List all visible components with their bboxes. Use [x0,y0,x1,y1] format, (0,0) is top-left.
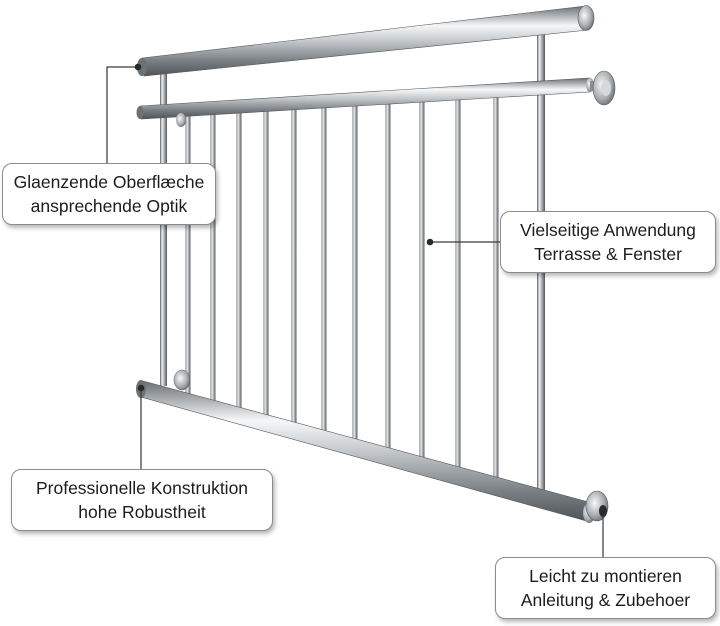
baluster [210,112,216,416]
callout-construction-subtitle: hohe Robustheit [78,502,206,522]
wall-bracket-bottom-right [585,490,609,522]
leader-dots [134,63,607,516]
callout-mounting-title: Leicht zu montieren [529,566,682,586]
baluster [321,105,327,446]
callout-mounting-subtitle: Anleitung & Zubehoer [520,590,691,610]
baluster [419,100,425,474]
callout-mounting: Leicht zu montieren Anleitung & Zubehoer [495,557,716,619]
vertical-balusters [185,95,499,494]
leader-dot-mounting [599,508,607,516]
baluster [236,111,242,423]
callout-construction-title: Professionelle Konstruktion [35,478,249,498]
leader-dot-usage [426,238,434,246]
baluster [352,104,358,455]
leader-surface [106,66,138,165]
upper-rail [136,77,594,120]
baluster [263,109,269,430]
baluster [291,107,297,438]
callout-usage-subtitle: Terrasse & Fenster [534,244,682,264]
leader-dot-construction [137,384,145,392]
callout-usage-title: Vielseitige Anwendung [520,220,696,240]
callout-surface-subtitle: ansprechende Optik [30,196,188,216]
top-handrail [137,5,595,77]
callout-surface-finish: Glaenzende Oberflæche ansprechende Optik [2,163,216,225]
callout-construction: Professionelle Konstruktion hohe Robusth… [11,469,273,531]
callout-surface-title: Glaenzende Oberflæche [13,172,205,192]
leader-lines [106,66,604,560]
wall-bracket-upper-left [176,113,186,127]
baluster [455,97,461,484]
wall-bracket-top [590,70,616,106]
callout-versatile-use: Vielseitige Anwendung Terrasse & Fenster [500,211,716,273]
baluster [493,95,499,494]
baluster [185,114,191,409]
wall-bracket-bottom-left [173,369,191,391]
baluster [385,102,391,464]
left-post [160,68,167,386]
leader-dot-surface [134,63,142,71]
